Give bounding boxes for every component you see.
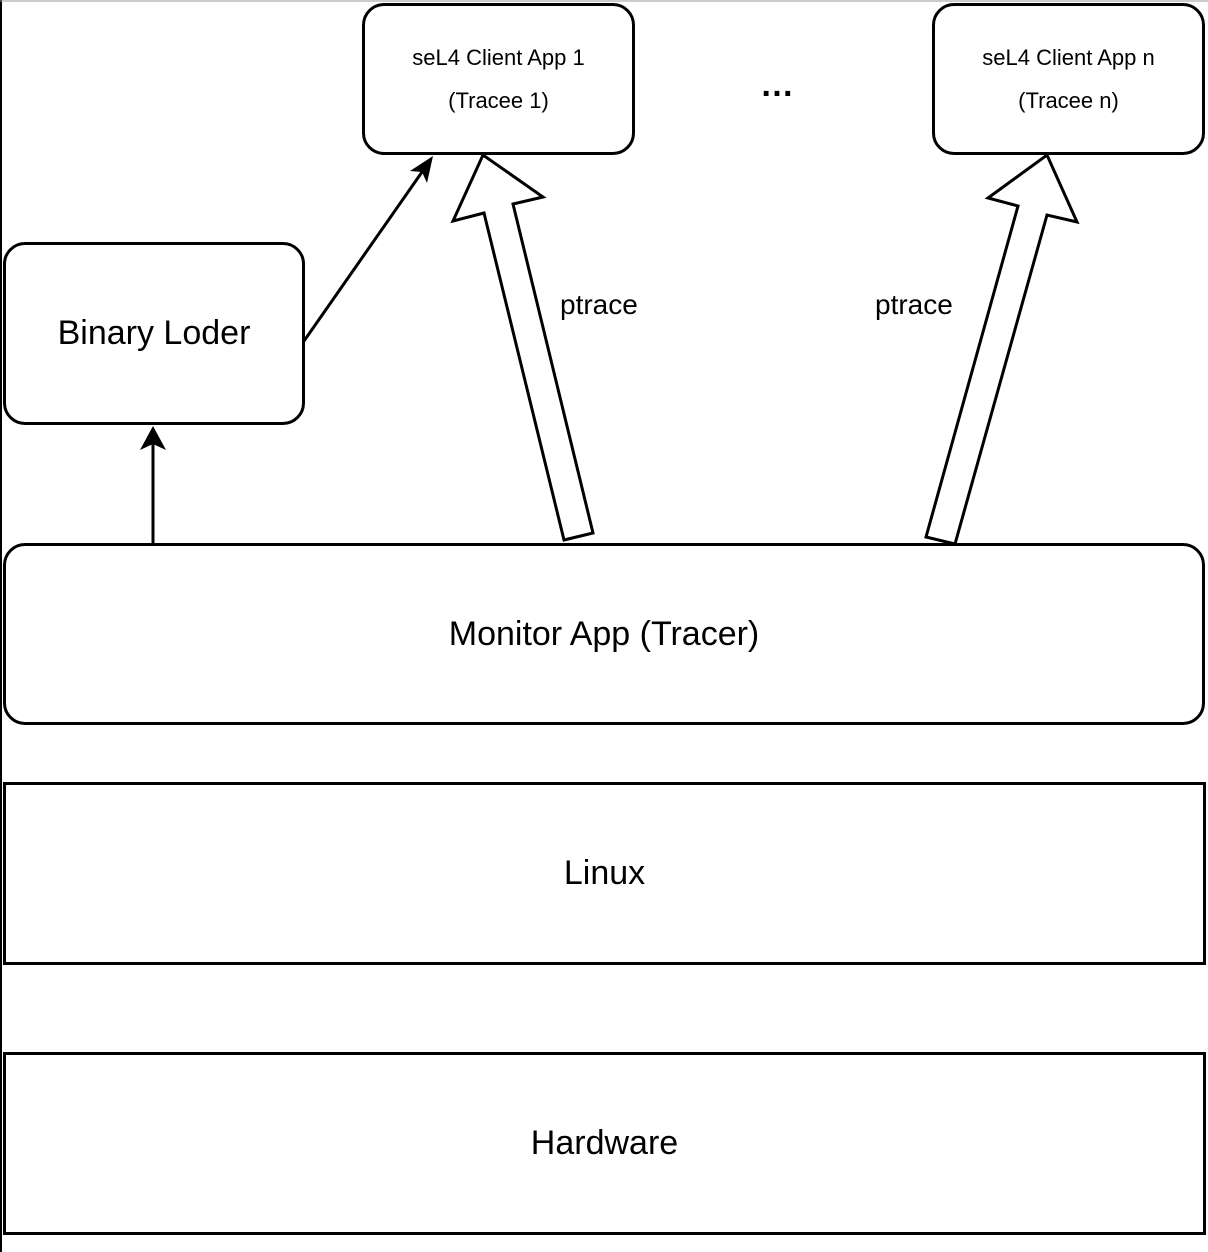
- ptrace-1-label: ptrace: [560, 289, 638, 320]
- monitor-app-node: Monitor App (Tracer): [3, 543, 1205, 725]
- monitor-to-loader-arrow-head: [140, 426, 166, 450]
- hardware-layer: Hardware: [3, 1052, 1206, 1235]
- client-app-n-node: seL4 Client App n (Tracee n): [932, 3, 1205, 155]
- loader-to-app1-arrow-line: [302, 171, 424, 342]
- client-app-1-title: seL4 Client App 1: [412, 45, 585, 70]
- client-app-n-title: seL4 Client App n: [982, 45, 1155, 70]
- client-app-1-subtitle: (Tracee 1): [448, 88, 549, 113]
- linux-layer: Linux: [3, 782, 1206, 965]
- client-app-n-subtitle: (Tracee n): [1018, 88, 1119, 113]
- hardware-label: Hardware: [530, 1124, 679, 1162]
- monitor-app-label: Monitor App (Tracer): [448, 614, 760, 653]
- linux-label: Linux: [563, 854, 646, 892]
- binary-loader-node: Binary Loder: [3, 242, 305, 425]
- loader-to-app1-arrow-head: [410, 156, 433, 183]
- binary-loader-label: Binary Loder: [57, 314, 251, 352]
- ptrace-1-block-arrow: [450, 152, 595, 542]
- ptrace-n-label: ptrace: [875, 289, 953, 320]
- ptrace-n-block-arrow: [924, 152, 1080, 546]
- client-app-1-node: seL4 Client App 1 (Tracee 1): [362, 3, 635, 155]
- ellipsis-label: …: [760, 66, 796, 104]
